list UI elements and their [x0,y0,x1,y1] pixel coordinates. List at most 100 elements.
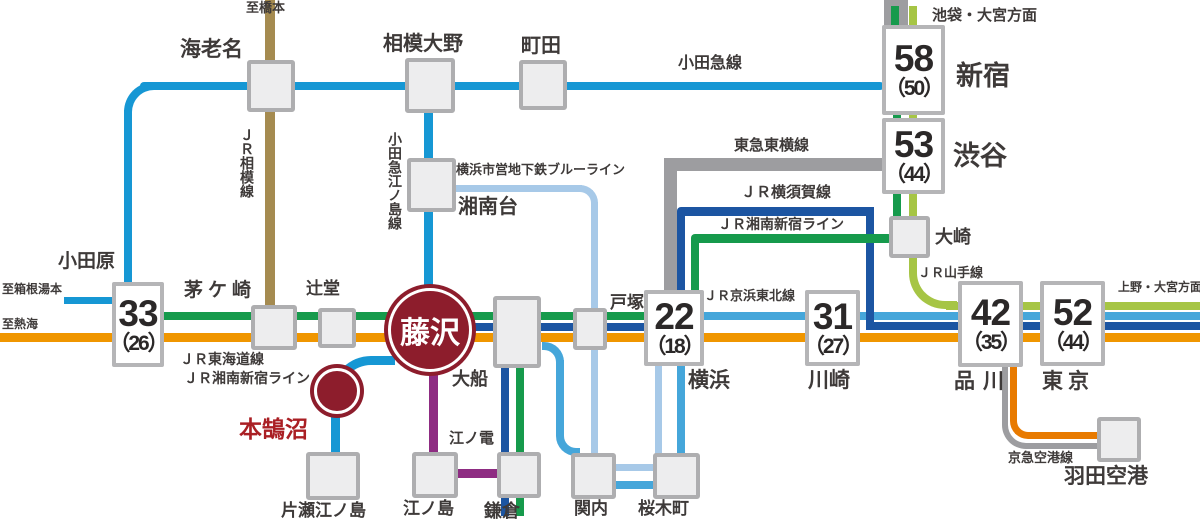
label-ebina: 海老名 [180,38,243,61]
line-jr-yokosuka-east [866,322,1200,330]
station-box-machida [519,60,567,110]
marker-hon-kugenuma [314,368,360,414]
marker-fujisawa: 藤沢 [388,288,472,372]
line-shonan-shinjuku-top [691,234,892,243]
label-haneda-airport: 羽田空港 [1064,465,1148,488]
label-keikyu-airport-line: 京急空港線 [1008,450,1074,465]
label-subway-blue-line: 横浜市営地下鉄ブルーライン [456,162,626,177]
label-totsuka: 戸塚 [610,293,644,312]
line-green-stub-osaki [893,192,901,220]
line-enoden-horiz [456,469,500,478]
line-odakyu-vert-odawara [124,110,132,286]
time-shibuya-main: 53 [893,124,934,166]
station-box-chigasaki [251,305,297,350]
label-enoshima: 江ノ島 [403,499,454,518]
label-shinjuku: 新宿 [956,61,1010,91]
line-haneda-orange [1010,367,1098,439]
line-subway-blue-yokohama [655,364,662,455]
label-kannai: 関内 [574,499,608,518]
station-box-ebina [247,60,295,112]
label-chigasaki: 茅ケ崎 [184,280,257,301]
line-yamanote-stub-sbya-sjku [909,110,917,120]
line-haneda-gray [1002,367,1098,449]
time-shinjuku-main: 58 [893,38,934,80]
line-jr-yokosuka [450,323,648,331]
line-tokyu-toyoko-horiz [668,158,884,171]
label-to-hakone-yumoto: 至箱根湯本 [2,282,63,296]
time-kawasaki-main: 31 [812,296,853,338]
line-shonan-shinjuku-riser [691,238,699,292]
time-odawara-sub: （26） [109,331,168,355]
line-negishi-curve-bottom [556,428,580,456]
label-odakyu-line: 小田急線 [678,55,743,72]
line-subway-blue-curve [578,185,598,205]
label-ikebukuro-omiya: 池袋・大宮方面 [932,7,1038,24]
label-kawasaki: 川崎 [808,369,850,392]
label-tsujido: 辻堂 [306,279,340,298]
time-tokyo-main: 52 [1052,291,1093,333]
label-jr-shonan-shinjuku-west: ＪＲ湘南新宿ライン [184,370,310,386]
label-to-hashimoto: 至橋本 [246,0,286,15]
station-box-sakuragicho [653,453,700,499]
line-negishi-bar [614,481,655,489]
time-box-shinjuku: 58 （50） [882,25,945,115]
line-subway-blue-horiz [454,185,582,192]
label-odakyu-enoshima-line: 小田急江ノ島線 [387,132,403,230]
label-to-atami: 至熱海 [2,317,39,331]
label-jr-tokaido: ＪＲ東海道線 [180,351,264,367]
station-box-ofuna [493,296,541,368]
station-box-totsuka [573,308,607,350]
label-yokohama: 横浜 [688,369,730,392]
label-jr-sagami-line: ＪＲ相模線 [239,128,255,198]
time-box-yokohama: 22 （18） [644,290,705,366]
label-hon-kugenuma: 本鵠沼 [239,416,308,442]
line-tokyu-toyoko-vert [664,158,677,292]
line-green-stub-above-shinjuku [891,6,899,27]
time-box-shibuya: 53 （44） [882,118,945,194]
label-ueno-omiya: 上野・大宮方面 [1118,280,1200,294]
label-shibuya: 渋谷 [953,141,1007,171]
label-kamakura: 鎌倉 [484,501,520,521]
time-yokohama-sub: （18） [645,335,704,359]
line-yokosuka-riser [677,212,685,292]
line-subway-blue-bar [614,464,655,471]
station-box-kannai [571,453,616,499]
time-tokyo-sub: （44） [1043,330,1103,354]
line-yamanote-curve-osaki [909,255,957,309]
line-yamanote-stub-above-shinjuku [909,6,917,25]
label-jr-keihin-tohoku: ＪＲ京浜東北線 [704,288,796,303]
line-negishi-curve-top [542,342,564,364]
line-jr-sagami [265,0,275,312]
station-box-katase-enoshima [306,452,360,500]
station-box-kamakura [497,452,541,498]
time-yokohama-main: 22 [654,296,694,338]
time-box-kawasaki: 31 （27） [803,290,863,366]
label-jr-shonan-shinjuku-east: ＪＲ湘南新宿ライン [718,216,844,232]
label-jr-yokosuka: ＪＲ横須賀線 [741,184,832,201]
label-ofuna: 大船 [452,369,488,389]
label-shonandai: 湘南台 [458,196,518,218]
time-kawasaki-sub: （27） [803,335,863,359]
line-odakyu-south-vert [331,394,340,454]
label-shinagawa: 品川 [954,370,1012,393]
line-negishi-yokohama [677,364,685,455]
station-box-enoshima [412,452,458,498]
line-yokosuka-down [866,207,874,325]
label-osaki: 大崎 [935,227,971,247]
label-machida: 町田 [521,35,561,57]
line-odakyu-main [140,82,884,90]
line-yokosuka-south [501,366,509,516]
time-shinjuku-sub: （50） [884,77,944,101]
time-shibuya-sub: （44） [884,163,944,187]
line-green-south [516,366,524,516]
line-green-stub-sbya-sjku [893,110,901,120]
time-odawara-main: 33 [118,292,158,334]
fujisawa-label: 藤沢 [400,317,460,350]
station-box-sagami-ono [405,58,455,113]
label-sakuragicho: 桜木町 [638,499,689,518]
time-box-odawara: 33 （26） [109,282,169,367]
station-box-shonandai [407,158,456,212]
time-box-shinagawa: 42 （35） [958,281,1023,367]
line-negishi-vert [556,360,564,435]
